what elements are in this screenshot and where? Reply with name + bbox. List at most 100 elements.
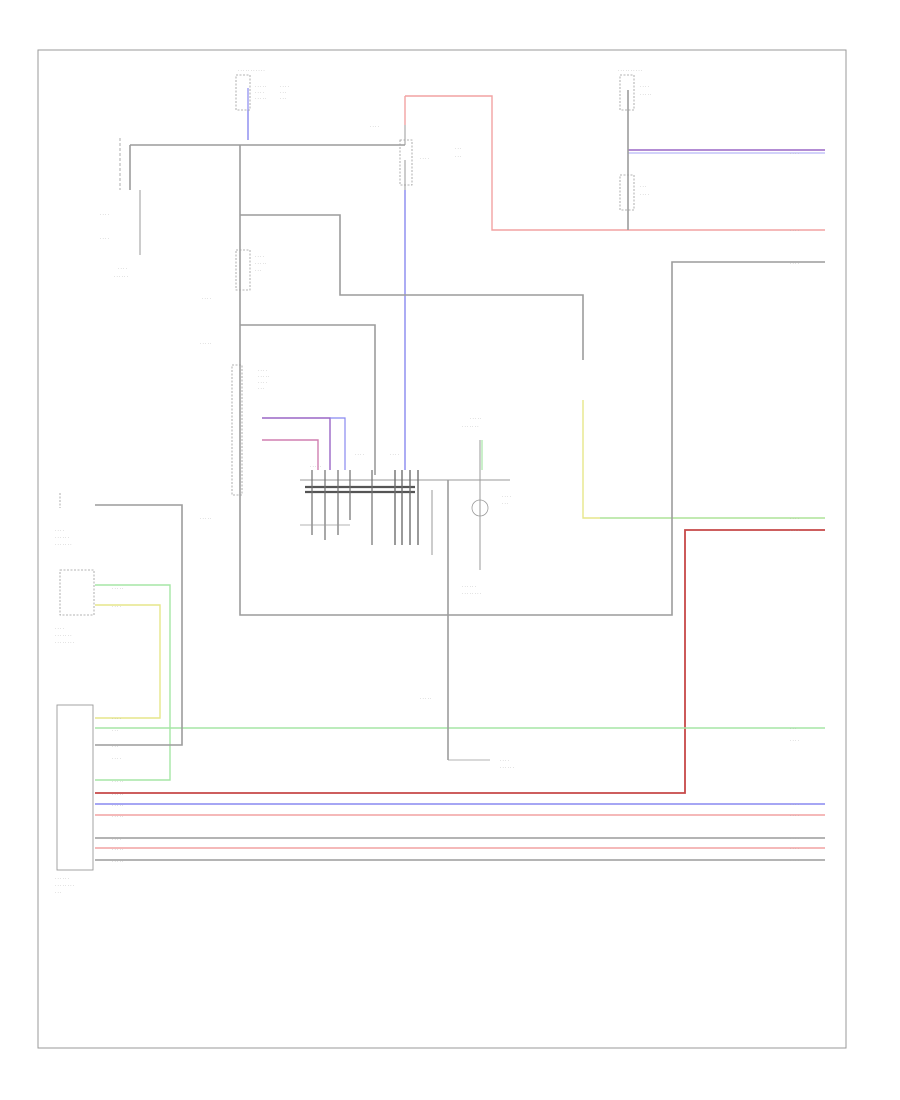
left-switch-group: · · · · · · · · · · · · · · · · · · — [100, 138, 141, 279]
svg-text:· · · ·: · · · · — [355, 452, 364, 457]
svg-text:· · · ·: · · · · — [500, 758, 509, 763]
svg-text:· · ·: · · · — [790, 726, 796, 731]
svg-text:· · · ·: · · · · — [790, 516, 799, 521]
relay-center: · · · · · · · · · · · · · · · · — [202, 249, 266, 301]
svg-text:· · · ·: · · · · — [55, 626, 64, 631]
svg-text:· · · ·: · · · · — [202, 296, 211, 301]
svg-text:· · · · · · · · · ·: · · · · · · · · · · — [618, 68, 642, 73]
wire-yellow — [582, 400, 825, 519]
ground-symbol: · · · · · · · · · · · · · · · — [420, 696, 514, 770]
svg-text:· · · ·: · · · · — [420, 156, 429, 161]
svg-text:· · · · ·: · · · · · — [258, 374, 269, 379]
svg-text:· · · · ·: · · · · · — [200, 516, 211, 521]
svg-text:· · · · ·: · · · · · — [640, 92, 651, 97]
svg-text:· · ·: · · · — [502, 501, 508, 506]
svg-text:· · · ·: · · · · — [790, 836, 799, 841]
fuse-box-top: · · · · · · · · · · · · · · · · · · · · … — [235, 68, 289, 111]
svg-text:· · ·: · · · — [455, 146, 461, 151]
switch-left-1: · · · · · · · · · · · · · · · · · — [55, 493, 72, 547]
wire-green-switch — [95, 584, 171, 781]
svg-text:· · · · ·: · · · · · — [310, 464, 321, 469]
svg-text:· · · ·: · · · · — [255, 254, 264, 259]
svg-text:· · · · ·: · · · · · — [112, 586, 123, 591]
svg-text:· · ·: · · · — [112, 728, 118, 733]
svg-text:· · ·: · · · — [640, 184, 646, 189]
svg-text:· · · · ·: · · · · · — [255, 96, 266, 101]
wire-gray-cu-top — [240, 324, 376, 475]
control-unit: · · · · · · · · · · · · · · · · · · · · … — [200, 341, 269, 521]
svg-text:· · · ·: · · · · — [112, 604, 121, 609]
svg-text:· · · ·: · · · · — [112, 716, 121, 721]
svg-text:· · · · ·: · · · · · — [112, 803, 123, 808]
motor-center: · · · · · · · · · · · · · · · · · · · · … — [462, 416, 511, 596]
svg-text:· · · · ·: · · · · · — [112, 814, 123, 819]
svg-text:· · · ·: · · · · — [790, 813, 799, 818]
svg-text:· · ·: · · · — [280, 96, 286, 101]
svg-text:· · · · · ·: · · · · · · — [55, 535, 69, 540]
svg-text:· · · · · · · ·: · · · · · · · · — [55, 883, 74, 888]
svg-text:· · ·: · · · — [455, 154, 461, 159]
svg-text:· · · ·: · · · · — [255, 90, 264, 95]
ecu-wire-labels: · · · · · · · · · · · · · · · · · · · · … — [112, 586, 123, 864]
relay-top: · · · · · · · · · · · · · · — [370, 124, 461, 190]
svg-text:· · · ·: · · · · — [280, 84, 289, 89]
svg-text:· · · ·: · · · · — [118, 266, 127, 271]
svg-text:· · · · · · · · · · ·: · · · · · · · · · · · — [238, 68, 265, 73]
svg-text:· · · ·: · · · · — [790, 151, 799, 156]
svg-text:· · · · ·: · · · · · — [255, 84, 266, 89]
diagram-frame — [37, 49, 847, 1049]
svg-text:· · · ·: · · · · — [790, 528, 799, 533]
svg-text:· · ·: · · · — [55, 890, 61, 895]
svg-text:· · · · · · · ·: · · · · · · · · — [55, 640, 74, 645]
switch-left-2: · · · · · · · · · · · · · · · · · · · — [55, 569, 95, 645]
wire-purple-cu — [262, 417, 331, 470]
svg-text:· · · · ·: · · · · · — [112, 779, 123, 784]
svg-text:· · · · ·: · · · · · — [255, 261, 266, 266]
svg-text:· · · · ·: · · · · · — [420, 696, 431, 701]
wire-dark-red — [95, 529, 825, 794]
wire-gray-to-relay — [240, 214, 584, 360]
svg-text:· · · ·: · · · · — [640, 84, 649, 89]
svg-text:· · · ·: · · · · — [790, 261, 799, 266]
svg-text:· · · · ·: · · · · · — [112, 792, 123, 797]
right-terminals: · · · · · · · · · · · · · · · · · · · · … — [790, 151, 799, 863]
svg-text:· · · ·: · · · · — [55, 528, 64, 533]
ecu-connector: · · · · · · · · · · · · · · · · · — [55, 704, 94, 895]
wire-yellow-switch — [95, 604, 161, 719]
svg-text:· · · · · ·: · · · · · · — [500, 765, 514, 770]
svg-text:· · ·: · · · — [280, 90, 286, 95]
wire-blue-cu — [330, 417, 346, 470]
svg-text:· · ·: · · · — [112, 744, 118, 749]
svg-text:· · · ·: · · · · — [370, 124, 379, 129]
wire-pink-cu — [262, 439, 319, 470]
svg-text:· · · ·: · · · · — [790, 846, 799, 851]
svg-text:· · · ·: · · · · — [258, 368, 267, 373]
svg-text:· · · ·: · · · · — [790, 738, 799, 743]
svg-text:· · · ·: · · · · — [390, 452, 399, 457]
svg-text:· · · · · · · ·: · · · · · · · · — [462, 591, 481, 596]
wire-gray-right-box — [239, 261, 825, 616]
svg-text:· · · ·: · · · · — [502, 494, 511, 499]
wire-gray-ecu-top — [95, 504, 183, 746]
svg-text:· · · · · · ·: · · · · · · · — [55, 542, 72, 547]
wire-red-top — [405, 95, 825, 231]
svg-text:· · · · ·: · · · · · — [112, 847, 123, 852]
svg-text:· · · ·: · · · · — [100, 212, 109, 217]
svg-text:· · · · · ·: · · · · · · — [114, 274, 128, 279]
svg-text:· · · ·: · · · · — [112, 837, 121, 842]
central-connector-block: · · · · · · · · · · · · · — [300, 452, 510, 555]
svg-text:· · · ·: · · · · — [112, 756, 121, 761]
svg-text:· · ·: · · · — [255, 268, 261, 273]
svg-text:· · · ·: · · · · — [790, 228, 799, 233]
svg-text:· · · · ·: · · · · · — [470, 416, 481, 421]
svg-text:· · · ·: · · · · — [790, 858, 799, 863]
svg-text:· · ·: · · · — [258, 386, 264, 391]
svg-text:· · · ·: · · · · — [790, 802, 799, 807]
relay-top-right: · · · · · · · · · · · · · · · · · · · · … — [618, 68, 651, 211]
svg-text:· · · · · ·: · · · · · · — [462, 584, 476, 589]
svg-text:· · · · · · ·: · · · · · · · — [55, 633, 72, 638]
svg-text:· · · · ·: · · · · · — [200, 341, 211, 346]
svg-text:· · · · · ·: · · · · · · — [55, 876, 69, 881]
svg-text:· · · ·: · · · · — [258, 380, 267, 385]
